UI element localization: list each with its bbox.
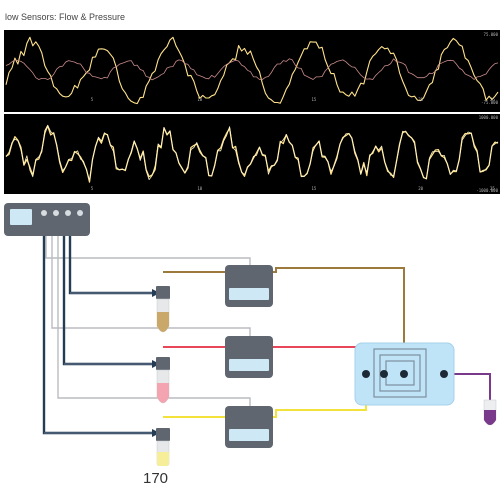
pressure-line-2 [62,236,158,366]
x-tick-label: 25 [490,97,495,102]
microfluidic-diagram [4,203,497,466]
series-line-1 [5,36,499,105]
y-tick-label: -1000.000 [476,188,498,193]
reservoir-yellow [156,428,170,466]
signal-wire-1 [45,236,251,268]
microfluidic-chip [354,342,455,406]
flow-sensor-2 [225,336,273,378]
x-tick-label: 25 [490,186,495,191]
x-tick-label: 10 [197,186,202,191]
series-line-1 [5,125,499,183]
pressure-line-3 [42,236,158,435]
y-tick-label: 1000.000 [479,115,499,120]
tube-purple [444,373,491,400]
chart-title: low Sensors: Flow & Pressure [5,12,126,22]
flow-sensor-1 [225,265,273,307]
tube-red [163,346,385,374]
pressure-chart-panel: 5 10 15 20 25 1000.000 -1000.000 [4,114,500,194]
x-tick-label: 10 [197,97,202,102]
pressure-line-1 [68,236,158,295]
chip-inlet-yellow [362,370,370,378]
collection-tube [483,399,497,426]
chip-outlet [440,370,448,378]
flow-sensor-3 [225,406,273,448]
y-tick-label: 75.000 [484,32,499,37]
flow-chart-panel: 5 10 15 20 25 75.000 -75.000 [4,30,500,112]
flow-chart: 5 10 15 20 25 75.000 -75.000 [5,32,499,105]
x-tick-label: 15 [312,186,317,191]
x-tick-label: 20 [418,186,423,191]
series-line-2 [5,124,499,181]
page-number: 170 [143,470,169,487]
reservoir-brown [156,286,170,333]
signal-wire-2 [51,236,251,338]
x-tick-label: 5 [91,97,94,102]
x-tick-label: 15 [312,97,317,102]
x-tick-label: 20 [418,97,423,102]
controller-screen [10,209,32,225]
series-line-2 [5,58,499,81]
x-tick-label: 5 [91,186,94,191]
y-tick-label: -75.000 [481,100,498,105]
pressure-controller [4,203,90,236]
pressure-chart: 5 10 15 20 25 1000.000 -1000.000 [5,115,499,193]
reservoir-red [156,357,170,404]
chip-inlet-red [380,370,388,378]
signal-wire-3 [57,236,251,408]
chip-inlet-brown [400,370,408,378]
